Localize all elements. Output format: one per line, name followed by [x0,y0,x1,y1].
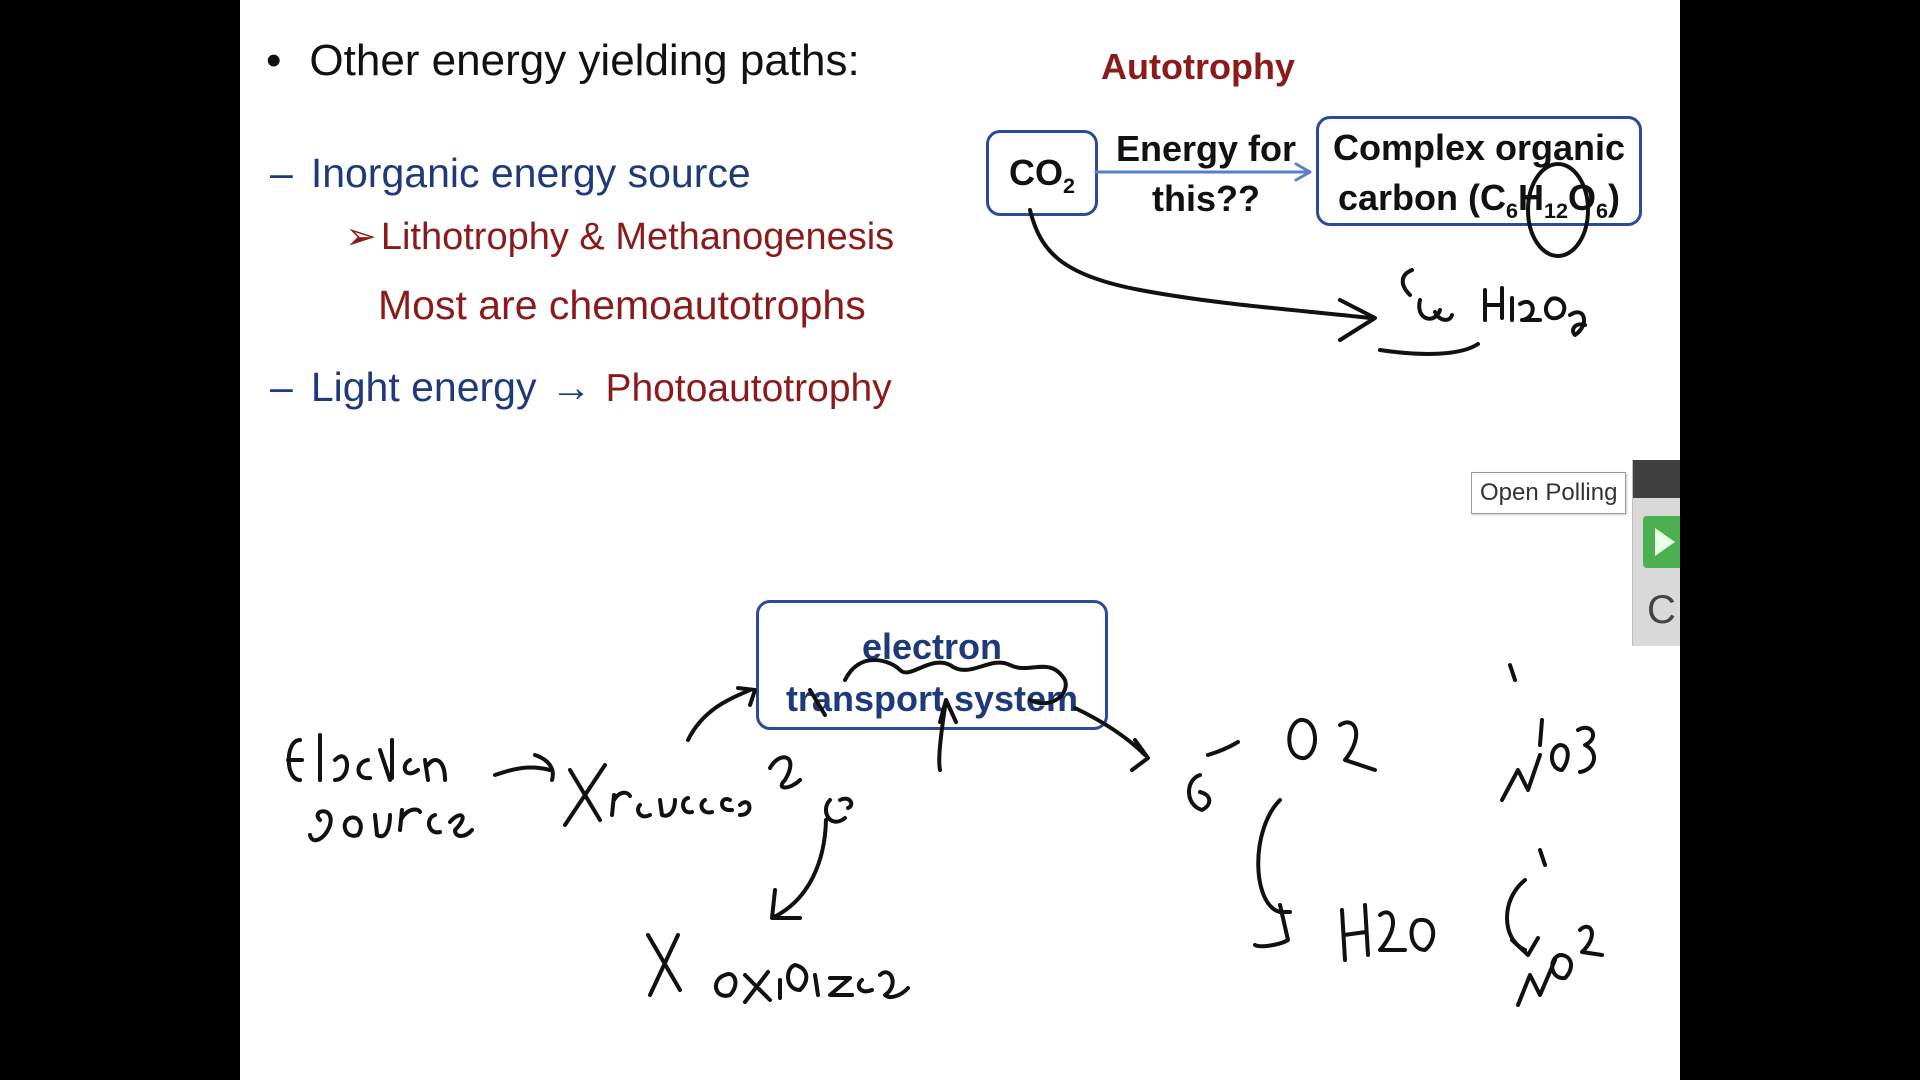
ink-h12o6 [1483,286,1587,337]
energy-line1: Energy for [1116,128,1297,169]
formula-sub-o: 6 [1596,198,1609,224]
ink-ets-squiggle [843,658,1068,706]
subsub-text: Lithotrophy & Methanogenesis [380,216,895,258]
bullet-other-energy: • Other energy yielding paths: [266,36,860,86]
bullet-text: Other energy yielding paths: [309,36,860,85]
dash: – [270,364,293,410]
ink-h2o [1340,903,1436,962]
panel-header [1633,460,1680,498]
ink-oxidizes-word [714,963,910,1004]
ink-underline [1378,342,1480,356]
formula-sub-h: 12 [1543,198,1569,224]
ink-o2 [1287,718,1377,772]
co2-box: CO2 [986,130,1098,216]
photoautotrophy-text: Photoautotrophy [605,367,892,410]
ink-source-word [308,807,474,843]
ink-curl-arrow-2 [1505,878,1540,957]
formula-close: ) [1608,177,1621,218]
polling-side-panel[interactable]: C [1632,460,1680,646]
ink-curve-arrow [1028,208,1372,320]
play-icon[interactable] [1643,516,1680,568]
energy-line2: this?? [1152,178,1261,219]
handwritten-annotations [286,162,1604,1007]
sub-inorganic-text: Inorganic energy source [310,150,751,196]
sub-inorganic: –Inorganic energy source [270,150,751,197]
arrow-bullet-icon: ➢ [345,216,377,258]
ink-up-arrow [937,698,958,772]
bullet-symbol: • [266,36,282,85]
ink-e-3 [1187,740,1240,812]
formula-prefix: carbon (C [1337,177,1506,218]
subsub-lithotrophy: ➢Lithotrophy & Methanogenesis [345,214,894,259]
light-energy-text: Light energy [310,364,537,410]
sub-light-energy: –Light energy → Photoautotrophy [270,364,892,411]
complex-line2: carbon (C6H12O6) [1319,173,1639,236]
ink-x-oxidized [646,933,682,997]
ink-c6 [1400,268,1454,322]
chemoautotrophs-note: Most are chemoautotrophs [378,282,866,328]
right-arrow-icon: → [550,364,592,410]
formula-sub-c: 6 [1505,198,1518,224]
ink-x-reduced [563,763,607,827]
diagram-title: Autotrophy [1101,46,1295,87]
ink-circle [1526,162,1590,258]
ink-arrow-3 [1073,706,1150,772]
ink-no2 [1516,848,1604,1007]
ink-arrow-1 [493,753,555,782]
ink-electron-word [286,733,447,782]
energy-question: Energy for this?? [1116,124,1296,224]
ink-reduces-word [610,790,752,819]
slide: •Other energy yielding paths: –Inorganic… [240,0,1680,1080]
open-polling-tooltip: Open Polling [1471,472,1627,514]
ink-e-2 [824,796,854,824]
complex-carbon-box: Complex organic carbon (C6H12O6) [1316,116,1642,226]
co2-arrowhead [1294,162,1312,182]
co2-subscript: 2 [1062,173,1075,199]
ink-down-arrow [770,818,828,920]
panel-letter[interactable]: C [1647,588,1676,632]
ink-arrowhead [1338,298,1377,342]
complex-line1: Complex organic [1332,127,1626,168]
ink-curl-arrow-1 [1253,798,1292,949]
ink-e-1 [768,688,827,790]
dash: – [270,150,293,196]
ink-no3 [1500,663,1596,802]
co2-label: CO [1008,152,1063,193]
ink-arrow-2 [686,686,757,742]
